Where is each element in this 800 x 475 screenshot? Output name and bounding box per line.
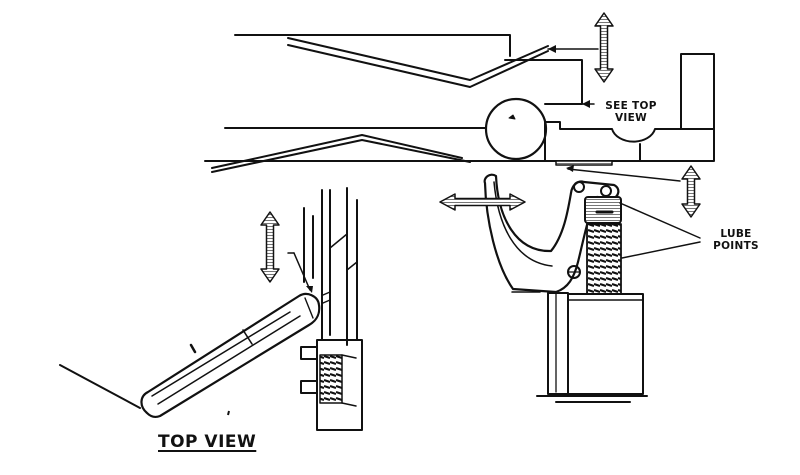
lube-points-line-1: LUBE: [720, 228, 752, 240]
coil-housing: [536, 292, 648, 403]
see-top-view-label: SEE TOP VIEW: [597, 101, 665, 123]
vertical-double-arrow-icon: [594, 12, 614, 83]
top-view-shaft: [300, 187, 363, 431]
hatched-post: [555, 160, 613, 166]
top-view-caption: TOP VIEW: [158, 432, 257, 452]
upper-flipper-assembly: [234, 34, 583, 105]
ball: [484, 97, 548, 161]
vertical-double-arrow-icon: [260, 211, 280, 283]
lube-points-line-2: POINTS: [713, 239, 759, 252]
horizontal-double-arrow-icon: [439, 193, 526, 211]
flipper-bat: [483, 173, 620, 294]
lower-flipper-assembly: [204, 53, 715, 173]
lube-points-label: LUBE POINTS: [704, 229, 768, 251]
plunger-spring: [584, 196, 622, 295]
see-top-view-line-2: VIEW: [615, 111, 647, 124]
leader-lines: [287, 48, 701, 291]
vertical-double-arrow-icon: [681, 165, 701, 218]
top-view-flipper: [59, 292, 321, 419]
see-top-view-line-1: SEE TOP: [605, 100, 657, 112]
